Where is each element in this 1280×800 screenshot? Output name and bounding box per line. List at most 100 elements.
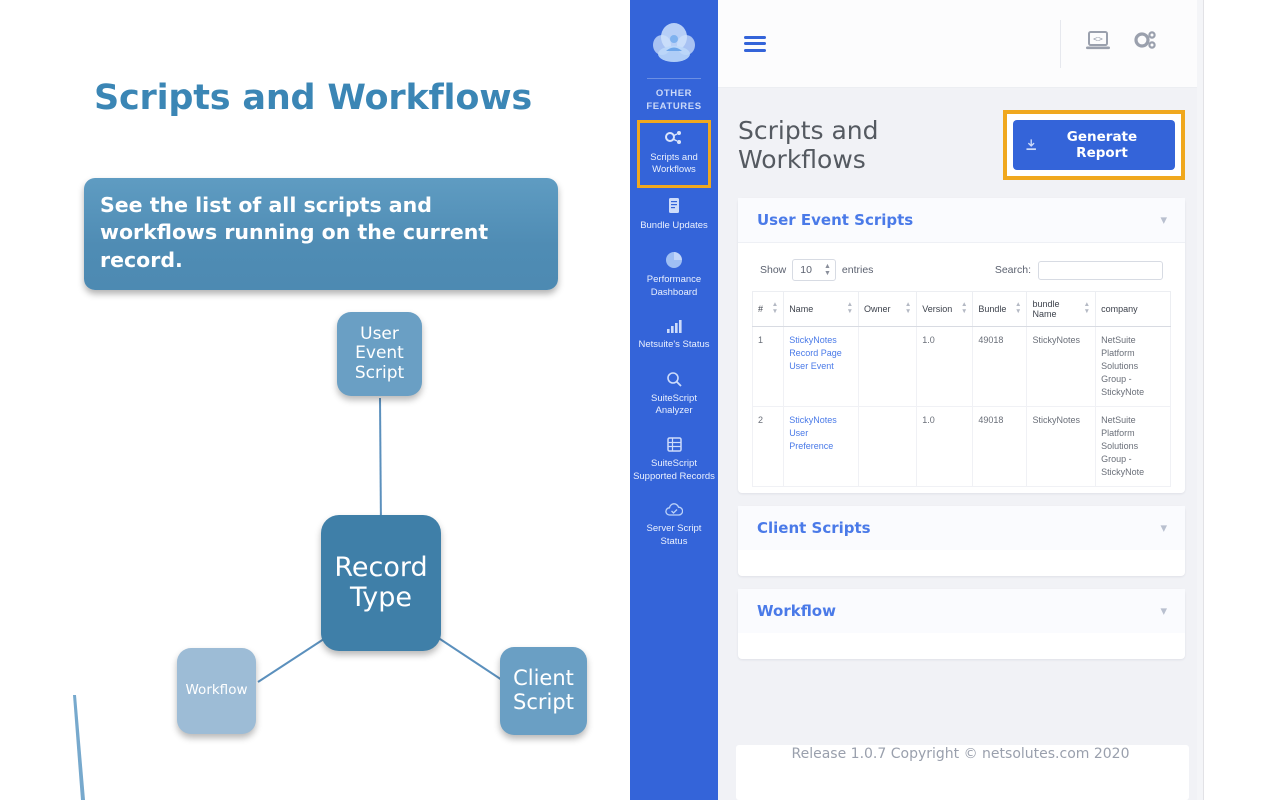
show-label: Show	[760, 264, 787, 276]
chevron-down-icon[interactable]: ▾	[1160, 520, 1167, 536]
panel-title: Workflow	[757, 602, 836, 621]
page-header: Scripts and Workflows Generate Report	[738, 110, 1185, 180]
sidebar-item-label: Bundle Updates	[640, 220, 708, 232]
table-header: #▲▼ Name▲▼ Owner▲▼ Version	[751, 291, 1171, 327]
presentation-slide: Scripts and Workflows See the list of al…	[0, 0, 630, 800]
cell-company: NetSuite Platform Solutions Group - Stic…	[1095, 325, 1171, 408]
search-input[interactable]	[1038, 260, 1163, 280]
sidebar-item-server-script-status[interactable]: Server Script Status	[630, 494, 718, 559]
nodes-gear-icon	[665, 130, 681, 144]
table-row[interactable]: 2 StickyNotes User Preference 1.0 49018 …	[751, 406, 1171, 488]
sidebar-divider	[647, 78, 701, 79]
panel-client-scripts: Client Scripts ▾	[738, 506, 1185, 577]
cell-bundle: 49018	[972, 406, 1028, 488]
decorative-accent-line	[73, 695, 85, 800]
table-row[interactable]: 1 StickyNotes Record Page User Event 1.0…	[751, 325, 1171, 408]
column-label: Bundle	[978, 304, 1007, 314]
spinner-icon: ▲▼	[823, 263, 831, 277]
sidebar-item-label: Scripts and Workflows	[650, 151, 698, 176]
datatable-controls: Show 10 ▲▼ entries Search:	[752, 253, 1171, 291]
generate-report-label: Generate Report	[1066, 129, 1138, 161]
column-label: company	[1101, 304, 1138, 314]
hamburger-icon[interactable]	[744, 32, 766, 55]
column-header-bundle-name[interactable]: bundle Name ▲▼	[1026, 291, 1097, 327]
cloud-check-icon	[665, 502, 683, 516]
download-icon	[1026, 139, 1036, 151]
column-label: Name	[789, 304, 814, 314]
column-header-name[interactable]: Name ▲▼	[783, 291, 860, 327]
column-label: bundle Name	[1032, 299, 1060, 319]
cell-num: 2	[751, 406, 785, 488]
sidebar-item-suitescript-analyzer[interactable]: SuiteScript Analyzer	[630, 362, 718, 429]
slide-callout-text: See the list of all scripts and workflow…	[100, 193, 489, 272]
column-header-num[interactable]: #▲▼	[751, 291, 785, 327]
panel-header[interactable]: User Event Scripts ▾	[738, 198, 1185, 243]
footer-card	[736, 745, 1189, 800]
cell-bundle: 49018	[972, 325, 1028, 408]
diagram-connectors	[257, 397, 506, 683]
magnifier-icon	[667, 371, 682, 387]
table-body: 1 StickyNotes Record Page User Event 1.0…	[751, 325, 1171, 488]
diagram-node-record-type-label: Record Type	[334, 551, 428, 613]
panel-header[interactable]: Workflow ▾	[738, 589, 1185, 634]
page-size-select[interactable]: 10 ▲▼	[792, 259, 836, 281]
sidebar-item-label: Netsuite's Status	[638, 338, 710, 350]
column-header-bundle[interactable]: Bundle▲▼	[972, 291, 1028, 327]
chevron-down-icon[interactable]: ▾	[1160, 212, 1167, 227]
sidebar-heading: OTHER FEATURES	[646, 88, 702, 112]
sidebar-item-bundle-updates[interactable]: Bundle Updates	[630, 188, 718, 243]
main-area: <> Scripts and Workflows	[718, 0, 1203, 800]
datatable-length-control: Show 10 ▲▼ entries	[760, 259, 873, 281]
panel-title: User Event Scripts	[757, 211, 914, 229]
datatable-search: Search:	[994, 260, 1163, 280]
cell-num: 1	[751, 325, 785, 408]
topbar-separator	[1060, 19, 1061, 68]
sort-icon: ▲▼	[904, 301, 912, 315]
sidebar-item-suitescript-supported-records[interactable]: SuiteScript Supported Records	[630, 428, 718, 494]
content-area: Scripts and Workflows Generate Report	[718, 88, 1203, 800]
panel-header[interactable]: Client Scripts ▾	[738, 506, 1185, 551]
footer-release-text: Release 1.0.7 Copyright © netsolutes.com…	[791, 746, 1130, 762]
sidebar-item-netsuites-status[interactable]: Netsuite's Status	[630, 310, 718, 362]
column-label: Owner	[864, 304, 891, 314]
diagram-node-user-event-script-label: User Event Script	[354, 324, 405, 383]
cell-company: NetSuite Platform Solutions Group - Stic…	[1095, 406, 1171, 488]
cell-name[interactable]: StickyNotes User Preference	[783, 406, 860, 488]
diagram-node-client-script-label: Client Script	[513, 666, 574, 714]
column-header-company[interactable]: company	[1095, 291, 1171, 327]
app-logo[interactable]	[630, 0, 718, 76]
panel-title: Client Scripts	[757, 519, 871, 538]
topbar: <>	[718, 0, 1203, 88]
chevron-down-icon[interactable]: ▾	[1160, 603, 1167, 619]
search-label: Search:	[994, 264, 1031, 276]
page-size-value: 10	[800, 264, 812, 276]
cell-bundle-name: StickyNotes	[1026, 406, 1097, 488]
diagram-node-client-script: Client Script	[500, 647, 587, 735]
column-label: Version	[922, 304, 953, 314]
column-header-version[interactable]: Version▲▼	[916, 291, 974, 327]
cell-owner	[858, 325, 918, 408]
sidebar-item-label: Server Script Status	[646, 522, 702, 547]
sidebar-item-scripts-and-workflows[interactable]: Scripts and Workflows	[637, 119, 711, 189]
laptop-code-icon[interactable]: <>	[1085, 30, 1111, 57]
sidebar-item-label: Performance Dashboard	[646, 274, 702, 298]
gears-icon[interactable]	[1133, 30, 1159, 57]
sidebar-item-performance-dashboard[interactable]: Performance Dashboard	[630, 243, 718, 310]
panel-workflow: Workflow ▾	[738, 589, 1185, 660]
diagram-node-user-event-script: User Event Script	[337, 312, 422, 396]
page-scrollbar[interactable]	[1197, 0, 1203, 800]
sort-icon: ▲▼	[846, 301, 854, 315]
table-header-row: #▲▼ Name▲▼ Owner▲▼ Version	[751, 291, 1171, 327]
sidebar-item-label: SuiteScript Analyzer	[651, 392, 697, 417]
panel-user-event-scripts: User Event Scripts ▾ Show 10 ▲▼ ent	[738, 198, 1185, 494]
bar-chart-icon	[666, 319, 682, 333]
sidebar-item-label: SuiteScript Supported Records	[633, 458, 715, 482]
cell-name[interactable]: StickyNotes Record Page User Event	[783, 325, 860, 408]
pie-chart-icon	[666, 252, 682, 269]
cell-version: 1.0	[916, 325, 974, 408]
column-label: #	[758, 304, 764, 314]
generate-report-button[interactable]: Generate Report	[1012, 120, 1175, 170]
sort-icon: ▲▼	[1083, 301, 1091, 315]
column-header-owner[interactable]: Owner ▲▼	[858, 291, 918, 327]
